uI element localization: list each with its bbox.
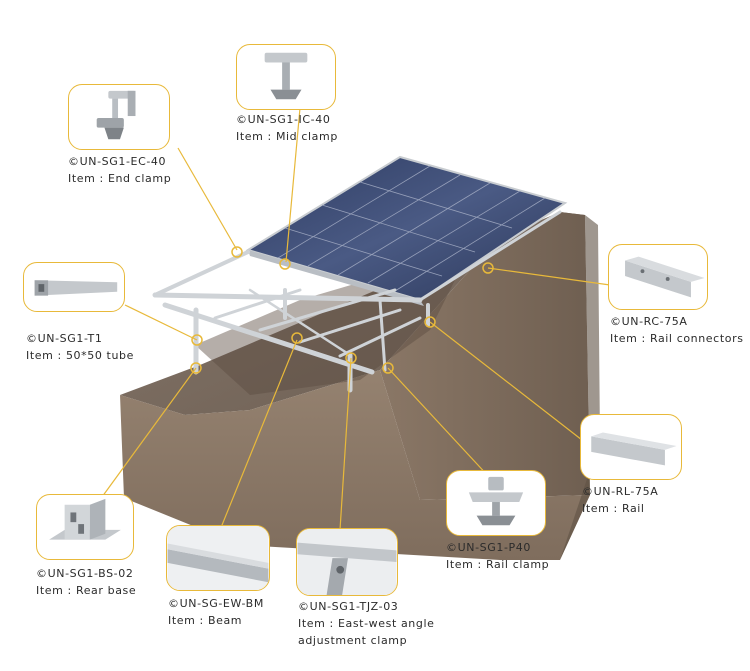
beam-icon (167, 526, 269, 590)
rail-connectors-item: Item : Rail connectors (610, 330, 744, 347)
rear-base-label: ©UN-SG1-BS-02 Item : Rear base (36, 565, 136, 599)
tube-item: Item : 50*50 tube (26, 347, 134, 364)
mid-clamp-code: ©UN-SG1-IC-40 (236, 111, 338, 128)
ew-clamp-label: ©UN-SG1-TJZ-03 Item : East-west angle ad… (298, 598, 434, 649)
beam-thumbnail[interactable] (166, 525, 270, 591)
rail-item: Item : Rail (582, 500, 658, 517)
end-clamp-item: Item : End clamp (68, 170, 171, 187)
rear-base-item: Item : Rear base (36, 582, 136, 599)
mid-clamp-label: ©UN-SG1-IC-40 Item : Mid clamp (236, 111, 338, 145)
rail-clamp-label: ©UN-SG1-P40 Item : Rail clamp (446, 539, 549, 573)
rail-clamp-item: Item : Rail clamp (446, 556, 549, 573)
rail-code: ©UN-RL-75A (582, 483, 658, 500)
end-clamp-code: ©UN-SG1-EC-40 (68, 153, 171, 170)
rail-clamp-thumbnail[interactable] (446, 470, 546, 536)
ew-clamp-item: Item : East-west angle (298, 615, 434, 632)
beam-code: ©UN-SG-EW-BM (168, 595, 264, 612)
beam-item: Item : Beam (168, 612, 264, 629)
mid-clamp-thumbnail[interactable] (236, 44, 336, 110)
tube-icon (24, 263, 124, 311)
rail-connectors-icon (609, 245, 707, 309)
end-clamp-thumbnail[interactable] (68, 84, 170, 150)
tube-thumbnail[interactable] (23, 262, 125, 312)
tube-label: ©UN-SG1-T1 Item : 50*50 tube (26, 330, 134, 364)
end-clamp-icon (69, 85, 169, 149)
rail-icon (581, 415, 681, 479)
rail-connectors-code: ©UN-RC-75A (610, 313, 744, 330)
ew-clamp-icon (297, 529, 397, 595)
rear-base-code: ©UN-SG1-BS-02 (36, 565, 136, 582)
tube-code: ©UN-SG1-T1 (26, 330, 134, 347)
rear-base-icon (37, 495, 133, 559)
ew-clamp-thumbnail[interactable] (296, 528, 398, 596)
rail-clamp-icon (447, 471, 545, 535)
end-clamp-label: ©UN-SG1-EC-40 Item : End clamp (68, 153, 171, 187)
rear-base-thumbnail[interactable] (36, 494, 134, 560)
rail-clamp-code: ©UN-SG1-P40 (446, 539, 549, 556)
rail-label: ©UN-RL-75A Item : Rail (582, 483, 658, 517)
rail-connectors-label: ©UN-RC-75A Item : Rail connectors (610, 313, 744, 347)
mid-clamp-icon (237, 45, 335, 109)
mid-clamp-item: Item : Mid clamp (236, 128, 338, 145)
beam-label: ©UN-SG-EW-BM Item : Beam (168, 595, 264, 629)
ew-clamp-code: ©UN-SG1-TJZ-03 (298, 598, 434, 615)
rail-connectors-thumbnail[interactable] (608, 244, 708, 310)
rail-thumbnail[interactable] (580, 414, 682, 480)
ew-clamp-item-line2: adjustment clamp (298, 632, 434, 649)
